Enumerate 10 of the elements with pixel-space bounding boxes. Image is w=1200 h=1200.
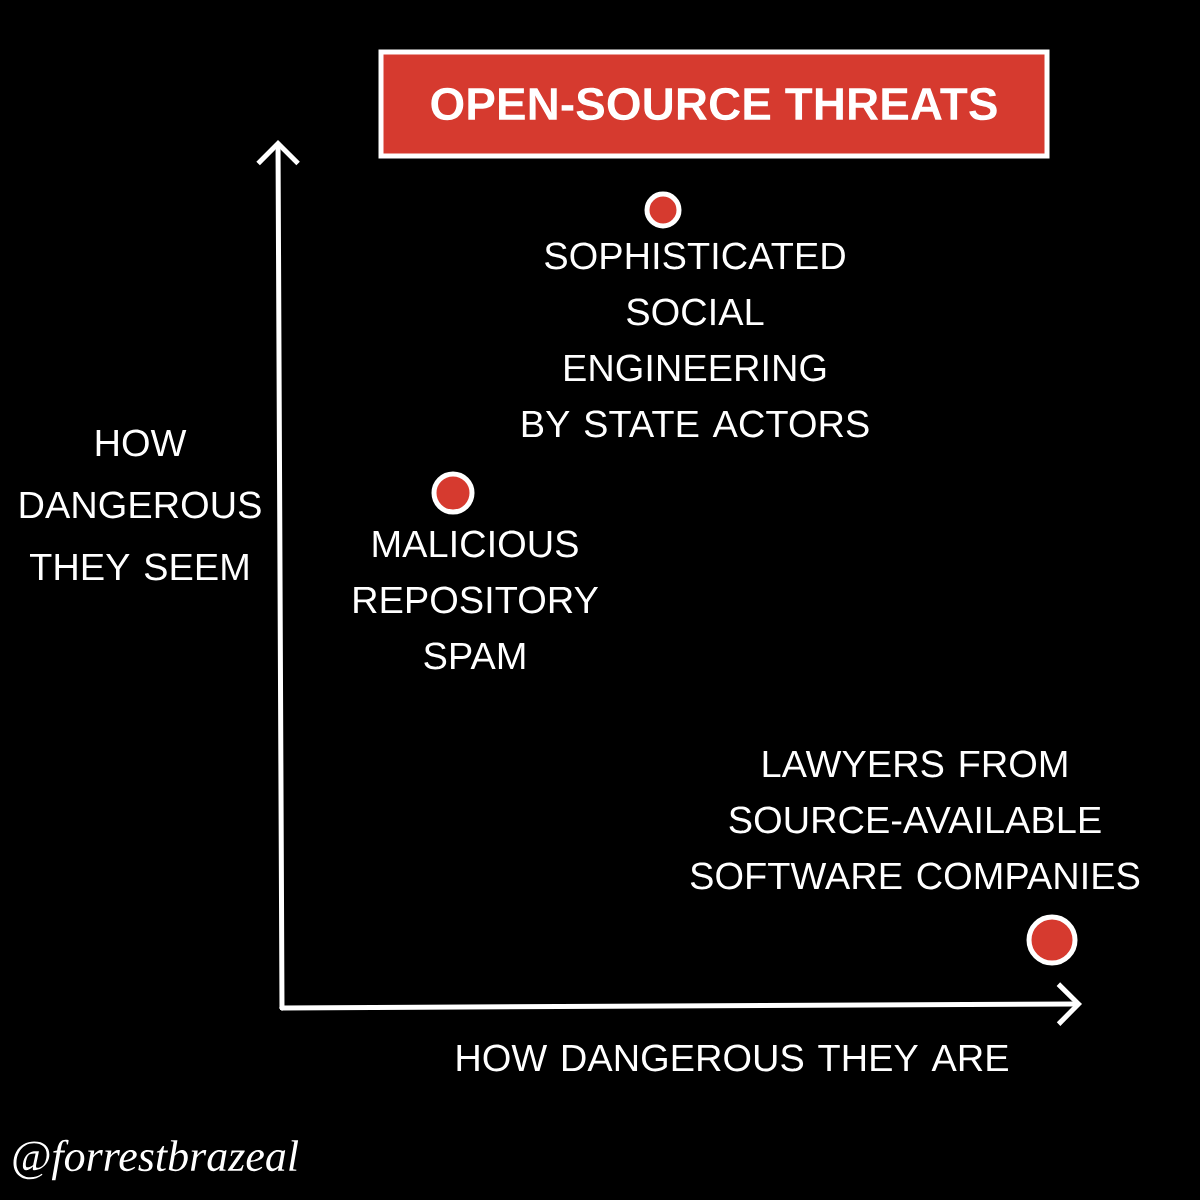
title-banner: OPEN-SOURCE THREATS	[378, 49, 1050, 159]
data-point	[1026, 914, 1078, 966]
axis-label: HOW DANGEROUS THEY SEEM	[20, 429, 261, 581]
data-point	[644, 191, 682, 229]
point-label: SOPHISTICATED SOCIAL ENGINEERING BY STATE ACTORS	[522, 242, 869, 438]
data-point	[431, 471, 475, 515]
axis-label: HOW DANGEROUS THEY ARE	[457, 1044, 1008, 1072]
point-label: MALICIOUS REPOSITORY SPAM	[354, 530, 599, 670]
point-label: LAWYERS FROM SOURCE-AVAILABLE SOFTWARE COMPANIES	[690, 750, 1140, 890]
signature: @forrestbrazeal	[13, 1139, 299, 1181]
